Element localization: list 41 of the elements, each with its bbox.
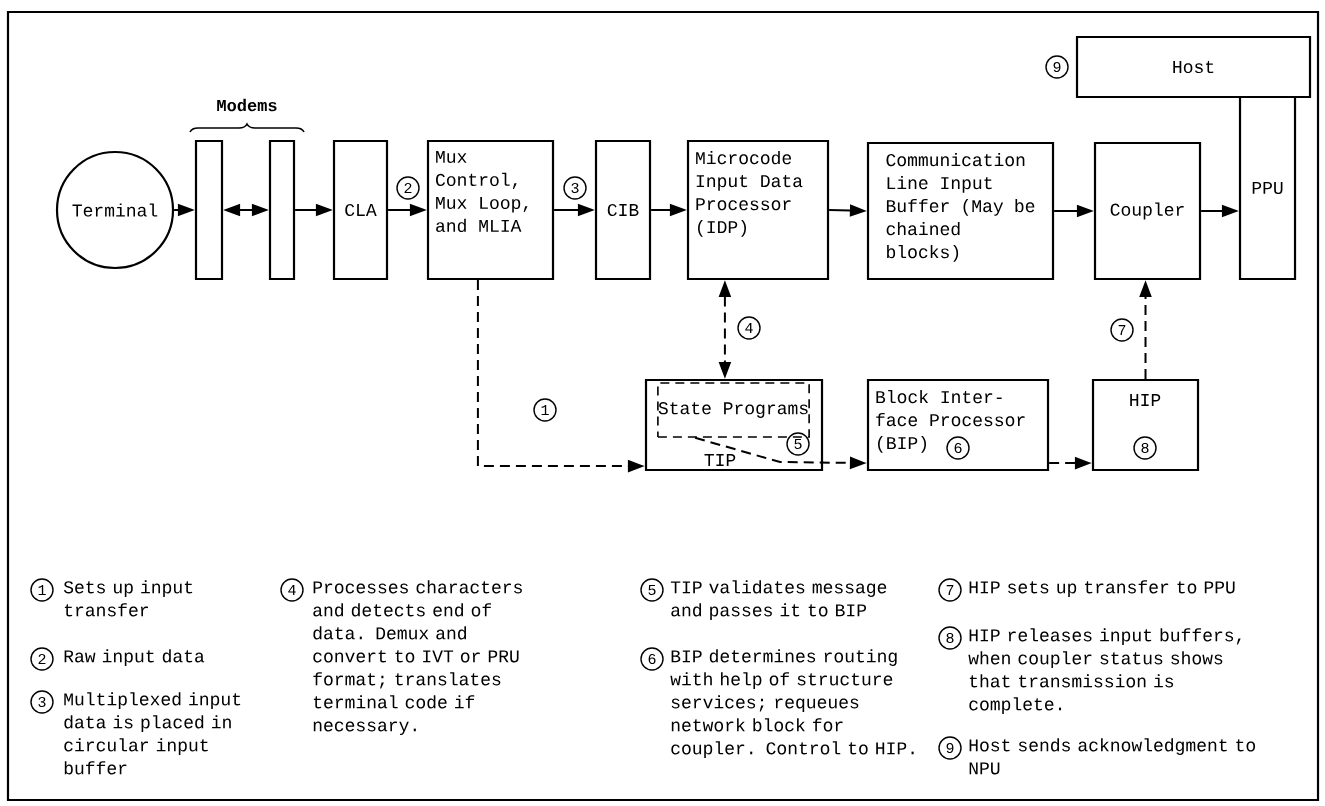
callout-number: 1 bbox=[30, 578, 54, 602]
process-box: Block Inter- face Processor (BIP) 6 bbox=[866, 378, 1050, 472]
callout-number: 3 bbox=[30, 690, 54, 714]
callout-number: 9 bbox=[938, 736, 962, 760]
callout-number: 8 bbox=[1133, 436, 1157, 460]
note-text: Host sends acknowledgment to NPU bbox=[969, 738, 1256, 775]
process-box: Mux Control, Mux Loop, and MLIA bbox=[426, 139, 555, 281]
process-box: Coupler bbox=[1093, 141, 1202, 281]
callout-number: 4 bbox=[737, 316, 761, 340]
note-text: BIP determines routing with help of structure services; requeues network block for coupler. Control to HIP. bbox=[670, 649, 914, 758]
note-text: TIP validates message and passes it to BIP bbox=[670, 580, 887, 620]
dashed-box: State Programs bbox=[657, 382, 810, 438]
process-box: Host bbox=[1075, 35, 1312, 99]
modem-box bbox=[268, 139, 296, 281]
process-box: HIP 8 bbox=[1091, 378, 1200, 472]
process-box: Microcode Input Data Processor (IDP) bbox=[686, 139, 830, 281]
note-text: HIP sets up transfer to PPU bbox=[969, 580, 1235, 597]
modem-box bbox=[194, 139, 224, 281]
process-box: Communication Line Input Buffer (May be chained blocks) bbox=[866, 141, 1055, 281]
note-text: Raw input data bbox=[64, 649, 205, 666]
callout-number: 5 bbox=[640, 578, 664, 602]
callout-number: 8 bbox=[938, 626, 962, 650]
note-text: Multiplexed input data is placed in circular input buffer bbox=[64, 692, 241, 775]
callout-number: 3 bbox=[563, 176, 587, 200]
callout-number: 7 bbox=[938, 578, 962, 602]
callout-number: 9 bbox=[1045, 55, 1069, 79]
callout-number: 7 bbox=[1110, 318, 1134, 342]
callout-number: 2 bbox=[30, 647, 54, 671]
callout-number: 1 bbox=[533, 398, 557, 422]
process-box: PPU bbox=[1238, 95, 1297, 281]
callout-number: 2 bbox=[396, 176, 420, 200]
note-text: Processes characters and detects end of data. Demux and convert to IVT or PRU format; translates terminal code if necessary. bbox=[313, 580, 522, 735]
callout-number: 4 bbox=[280, 578, 304, 602]
note-text: HIP releases input buffers, when coupler status shows that transmission is complete. bbox=[968, 628, 1241, 714]
callout-number: 6 bbox=[946, 436, 970, 460]
note-text: Sets up input transfer bbox=[63, 580, 193, 617]
callout-number: 5 bbox=[786, 432, 810, 456]
group-label: Modems bbox=[217, 98, 277, 112]
process-box: CIB bbox=[594, 139, 652, 281]
process-box: CLA bbox=[332, 139, 389, 281]
callout-number: 6 bbox=[640, 647, 664, 671]
